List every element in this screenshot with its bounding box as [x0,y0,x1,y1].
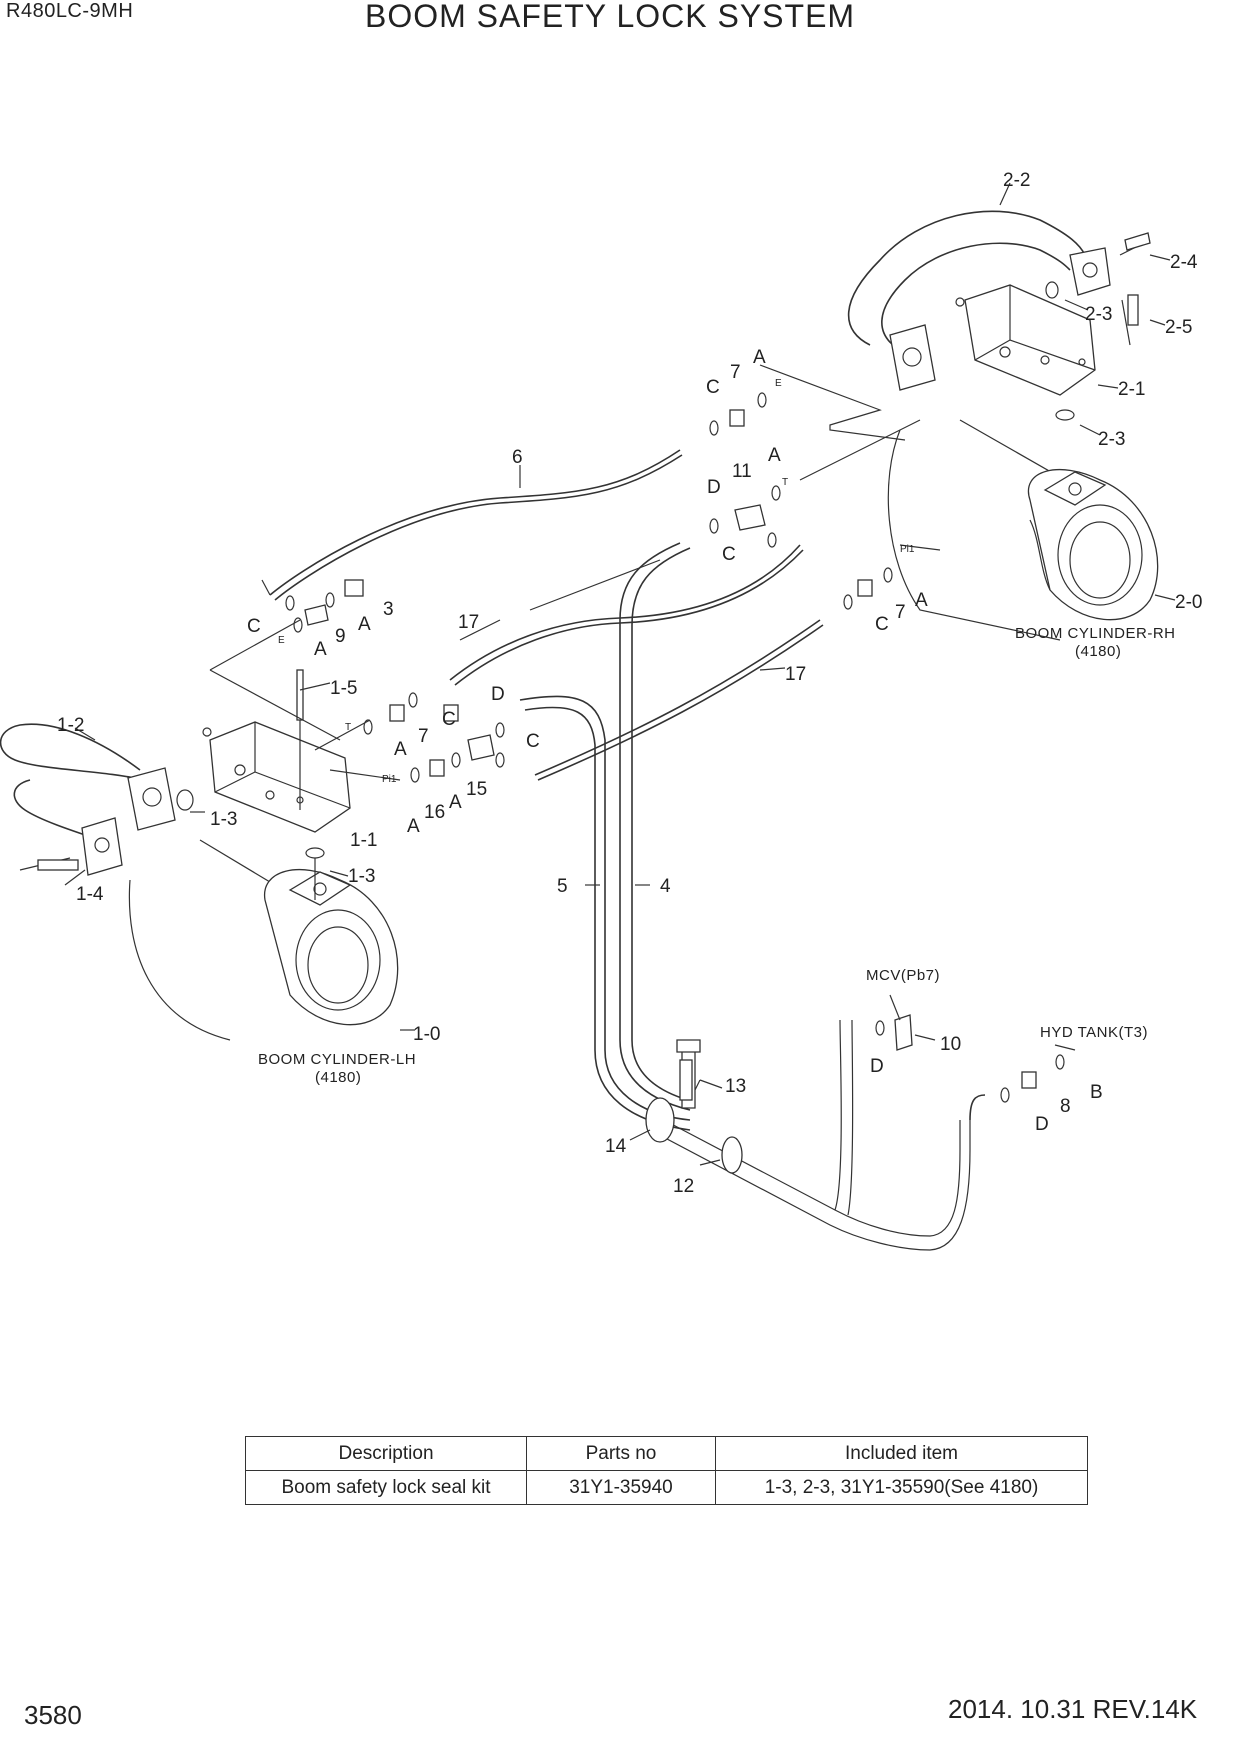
callout: C [247,616,261,637]
callout: 1-0 [413,1024,440,1045]
callout: A [358,614,371,635]
callout: 16 [424,802,445,823]
boom-cylinder-lh [128,839,399,1041]
callout: 12 [673,1176,694,1197]
col-parts-no: Parts no [526,1436,716,1471]
callout: 2-1 [1118,379,1145,400]
callout: E [278,635,285,646]
callout: 14 [605,1136,627,1157]
callout: 1-3 [348,866,375,887]
callout: 13 [725,1076,746,1097]
caption-cylinder-rh: BOOM CYLINDER-RH [1015,625,1176,642]
callout: B [1090,1082,1103,1103]
caption-cylinder-lh-ref: (4180) [315,1069,361,1086]
pipe-2-2 [847,210,1151,421]
table-row: Boom safety lock seal kit 31Y1-35940 1-3… [245,1470,1088,1505]
callout: 1-1 [350,830,377,851]
callout: D [707,477,721,498]
callout: 2-2 [1003,170,1030,191]
hose-17-lower [534,619,824,781]
callout: 5 [557,876,568,897]
hose-17-upper [449,544,804,686]
callout: C [526,731,540,752]
callout: A [407,816,420,837]
caption-cylinder-rh-ref: (4180) [1075,643,1121,660]
page-number: 3580 [24,1700,82,1730]
callout-labels: 2-2 2-4 2-3 2-5 2-1 2-3 2-0 7 A C E 6 11… [57,170,1202,1197]
callout: D [1035,1114,1049,1135]
callout: D [870,1056,884,1077]
callout: C [722,544,736,565]
callout: 15 [466,779,487,800]
boom-cylinder-rh [887,419,1159,641]
callout: A [314,639,327,660]
callout: 1-2 [57,715,84,736]
callout: 17 [785,664,806,685]
callout: 6 [512,447,523,468]
callout: 17 [458,612,479,633]
callout: 1-4 [76,884,104,905]
callout: T [345,722,351,733]
callout: 7 [418,726,429,747]
callout: 4 [660,876,671,897]
table-header-row: Description Parts no Included item [245,1436,1088,1471]
caption-hyd-tank: HYD TANK(T3) [1040,1024,1148,1041]
callout: 2-3 [1085,304,1112,325]
col-included-item: Included item [715,1436,1088,1471]
callout: Pi1 [382,774,397,785]
pipe-1-2 [0,675,325,900]
callout: 7 [895,602,906,623]
cell-included-item: 1-3, 2-3, 31Y1-35590(See 4180) [715,1470,1088,1505]
seal-kit-table: Description Parts no Included item Boom … [245,1436,1088,1505]
callout: D [491,684,505,705]
callout: 2-0 [1175,592,1202,613]
safety-valve-rh [955,284,1096,396]
pipe-routing-lower [649,1019,986,1251]
callout: C [442,709,456,730]
callout: 3 [383,599,394,620]
hose-6 [261,449,683,601]
boom-safety-lock-diagram: 2-2 2-4 2-3 2-5 2-1 2-3 2-0 7 A C E 6 11… [0,170,1202,1251]
callout: 1-5 [330,678,357,699]
callout: A [449,792,462,813]
callout: A [753,347,766,368]
caption-mcv: MCV(Pb7) [866,967,940,984]
callout: E [775,378,782,389]
callout: 7 [730,362,741,383]
callout: T [782,477,788,488]
callout: C [706,377,720,398]
callout: 2-3 [1098,429,1125,450]
callout: 2-4 [1170,252,1198,273]
callout: 10 [940,1034,961,1055]
callout: C [875,614,889,635]
callout: A [768,445,781,466]
page-title: BOOM SAFETY LOCK SYSTEM [365,0,856,34]
model-number: R480LC-9MH [6,0,134,22]
caption-cylinder-lh: BOOM CYLINDER-LH [258,1051,416,1068]
callout: 2-5 [1165,317,1192,338]
col-description: Description [245,1436,527,1471]
callout: 8 [1060,1096,1071,1117]
fittings [37,232,1151,1103]
leader-lines [64,182,1176,1166]
callout: 9 [335,626,346,647]
hoses-4-5 [519,542,696,1131]
revision-date: 2014. 10.31 REV.14K [948,1694,1198,1724]
cell-description: Boom safety lock seal kit [245,1470,527,1505]
callout: 11 [732,461,752,482]
callout: A [915,590,928,611]
cell-parts-no: 31Y1-35940 [526,1470,716,1505]
callout: A [394,739,407,760]
callout: 1-3 [210,809,237,830]
callout: Pi1 [900,544,915,555]
